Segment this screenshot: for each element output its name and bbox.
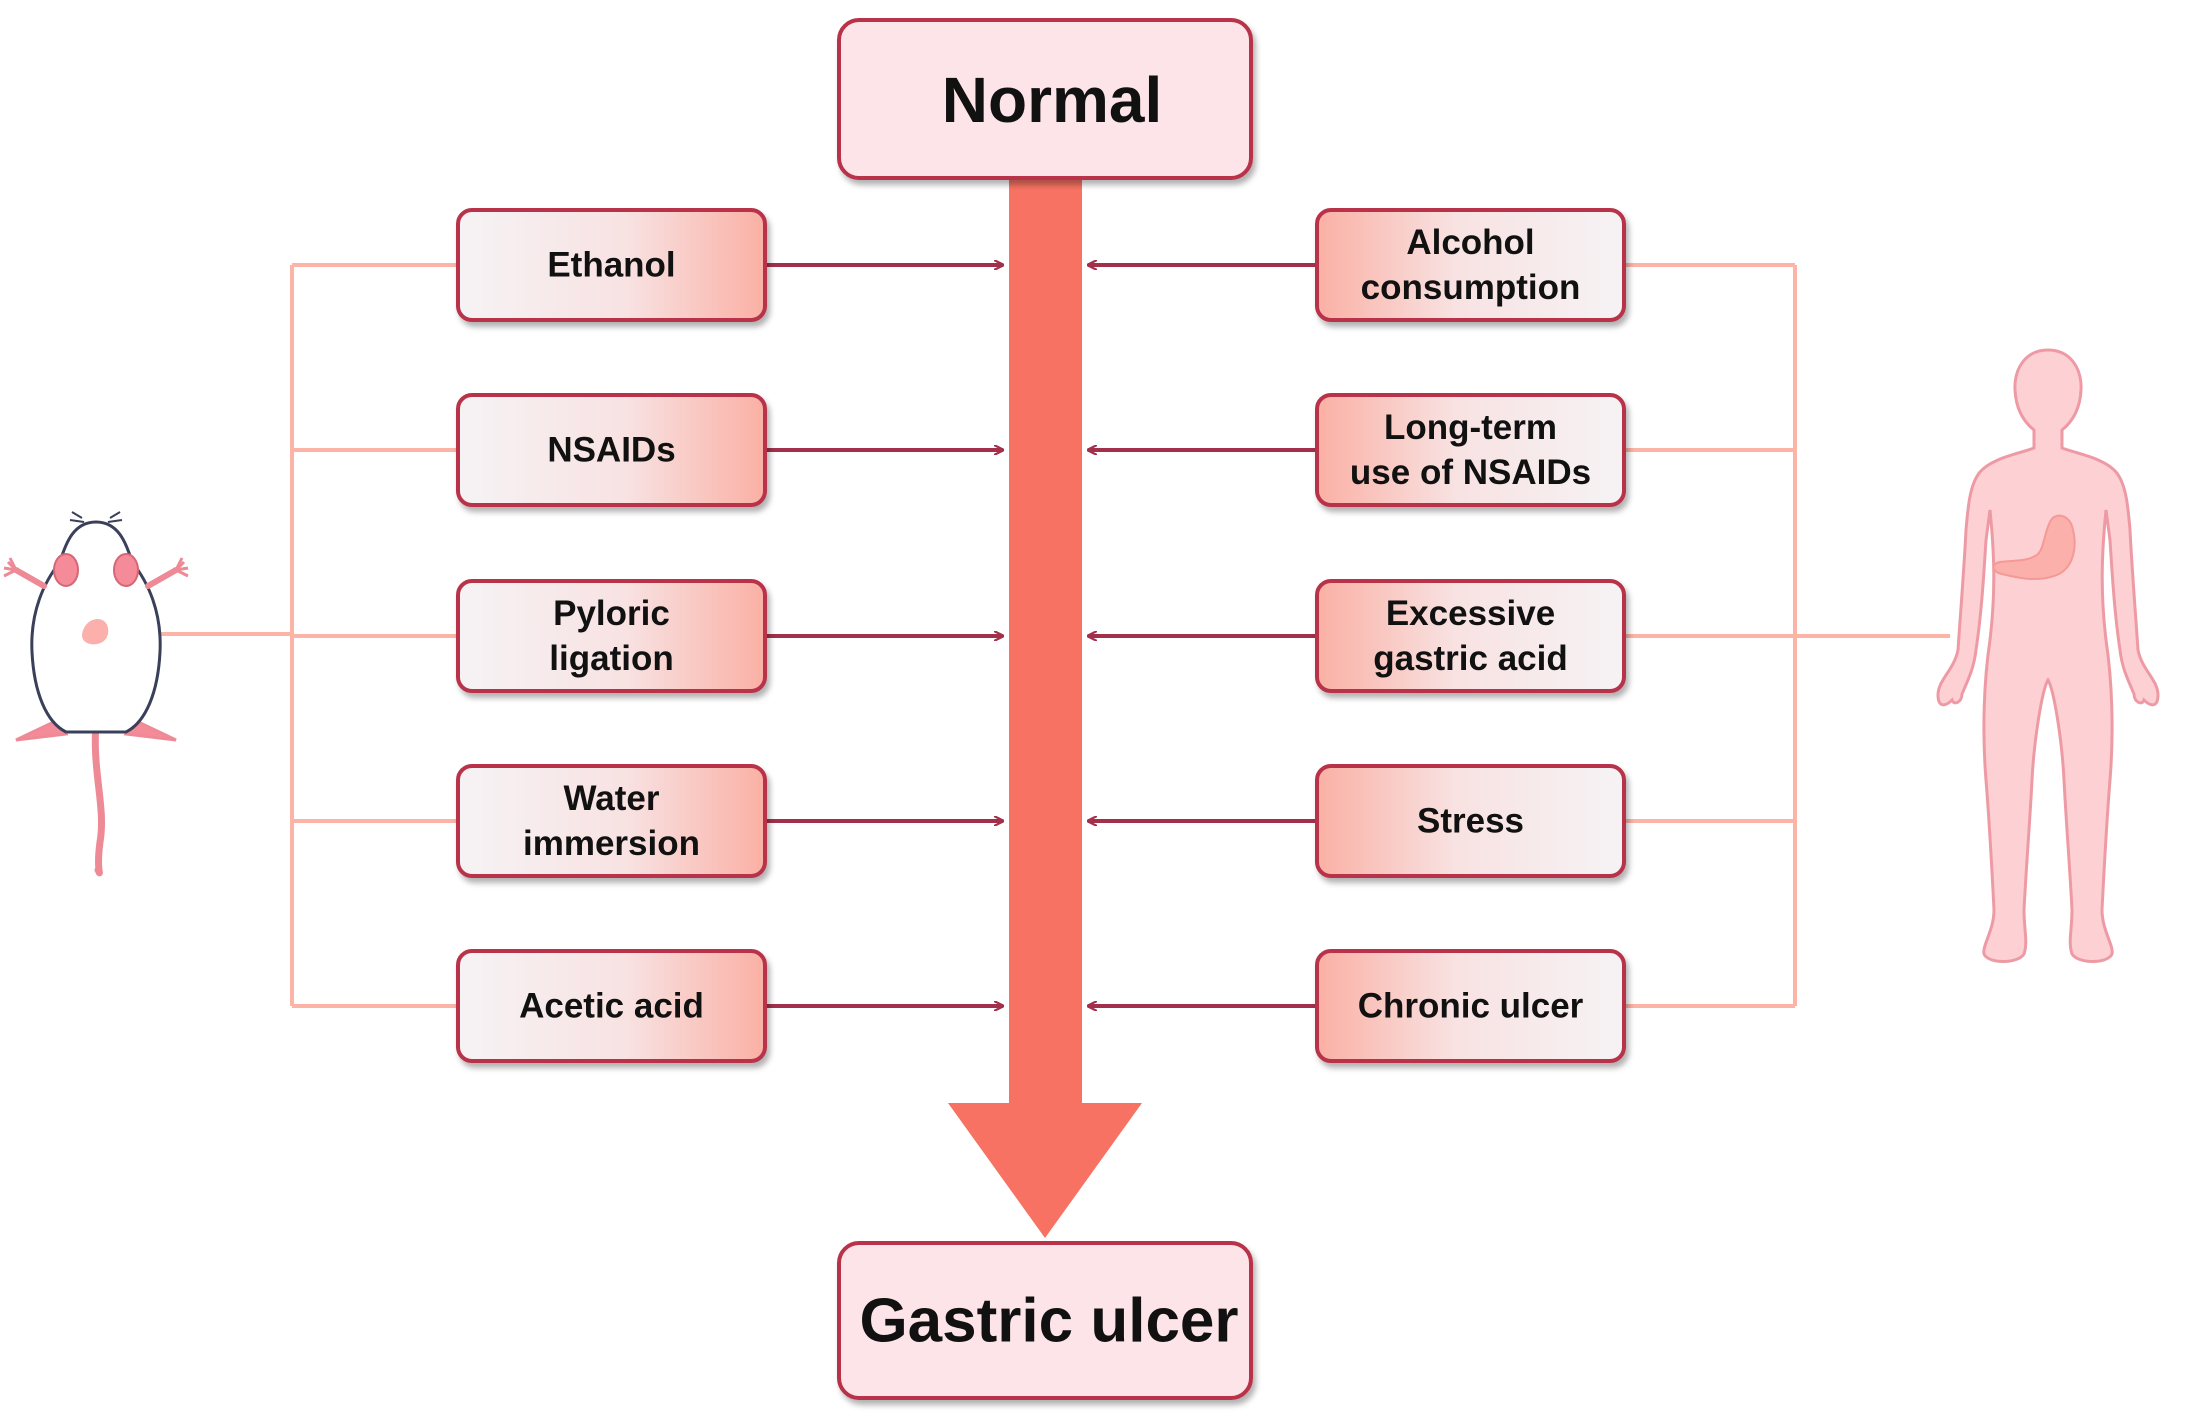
animal-model-box-text-line: Pyloric (553, 594, 670, 633)
normal-box: Normal (837, 18, 1253, 180)
main-progression-arrow (948, 178, 1142, 1238)
human-body-icon (1936, 348, 2160, 963)
human-cause-box-text-line: consumption (1361, 268, 1581, 307)
animal-model-box-nsaids: NSAIDs (456, 393, 767, 507)
human-cause-box-text-line: Chronic ulcer (1358, 987, 1584, 1026)
human-cause-box-alcohol-consumption: Alcohol consumption (1315, 208, 1626, 322)
right-connector-lines (1624, 263, 1950, 1008)
animal-model-box-text-line: ligation (549, 639, 673, 678)
human-cause-box-chronic-ulcer: Chronic ulcer (1315, 949, 1626, 1063)
animal-model-box-text-line: Ethanol (547, 246, 675, 285)
human-cause-box-text-line: Alcohol (1406, 223, 1534, 262)
human-cause-box-text-line: gastric acid (1373, 639, 1568, 678)
animal-model-box-text-line: Water (564, 779, 660, 818)
animal-model-box-water-immersion: Water immersion (456, 764, 767, 878)
human-cause-box-text-line: Long-term (1384, 408, 1557, 447)
human-cause-box-text-line: Stress (1417, 802, 1524, 841)
normal-label: Normal (942, 64, 1163, 136)
animal-model-box-acetic-acid: Acetic acid (456, 949, 767, 1063)
animal-model-box-ethanol: Ethanol (456, 208, 767, 322)
gastric-ulcer-box: Gastric ulcer (837, 1241, 1253, 1400)
left-connector-lines (140, 263, 458, 1008)
animal-model-box-text-line: NSAIDs (547, 431, 675, 470)
rat-icon (3, 511, 189, 877)
human-cause-box-excessive-gastric-acid: Excessive gastric acid (1315, 579, 1626, 693)
human-cause-box-long-term-use-of-nsaids: Long-term use of NSAIDs (1315, 393, 1626, 507)
human-cause-box-text-line: Excessive (1386, 594, 1555, 633)
human-cause-box-stress: Stress (1315, 764, 1626, 878)
animal-model-box-text-line: immersion (523, 824, 700, 863)
human-cause-box-text-line: use of NSAIDs (1350, 453, 1591, 492)
animal-model-box-text-line: Acetic acid (519, 987, 704, 1026)
animal-model-box-pyloric-ligation: Pyloric ligation (456, 579, 767, 693)
gastric-ulcer-label: Gastric ulcer (859, 1287, 1238, 1356)
side-arrows (765, 265, 1317, 1006)
